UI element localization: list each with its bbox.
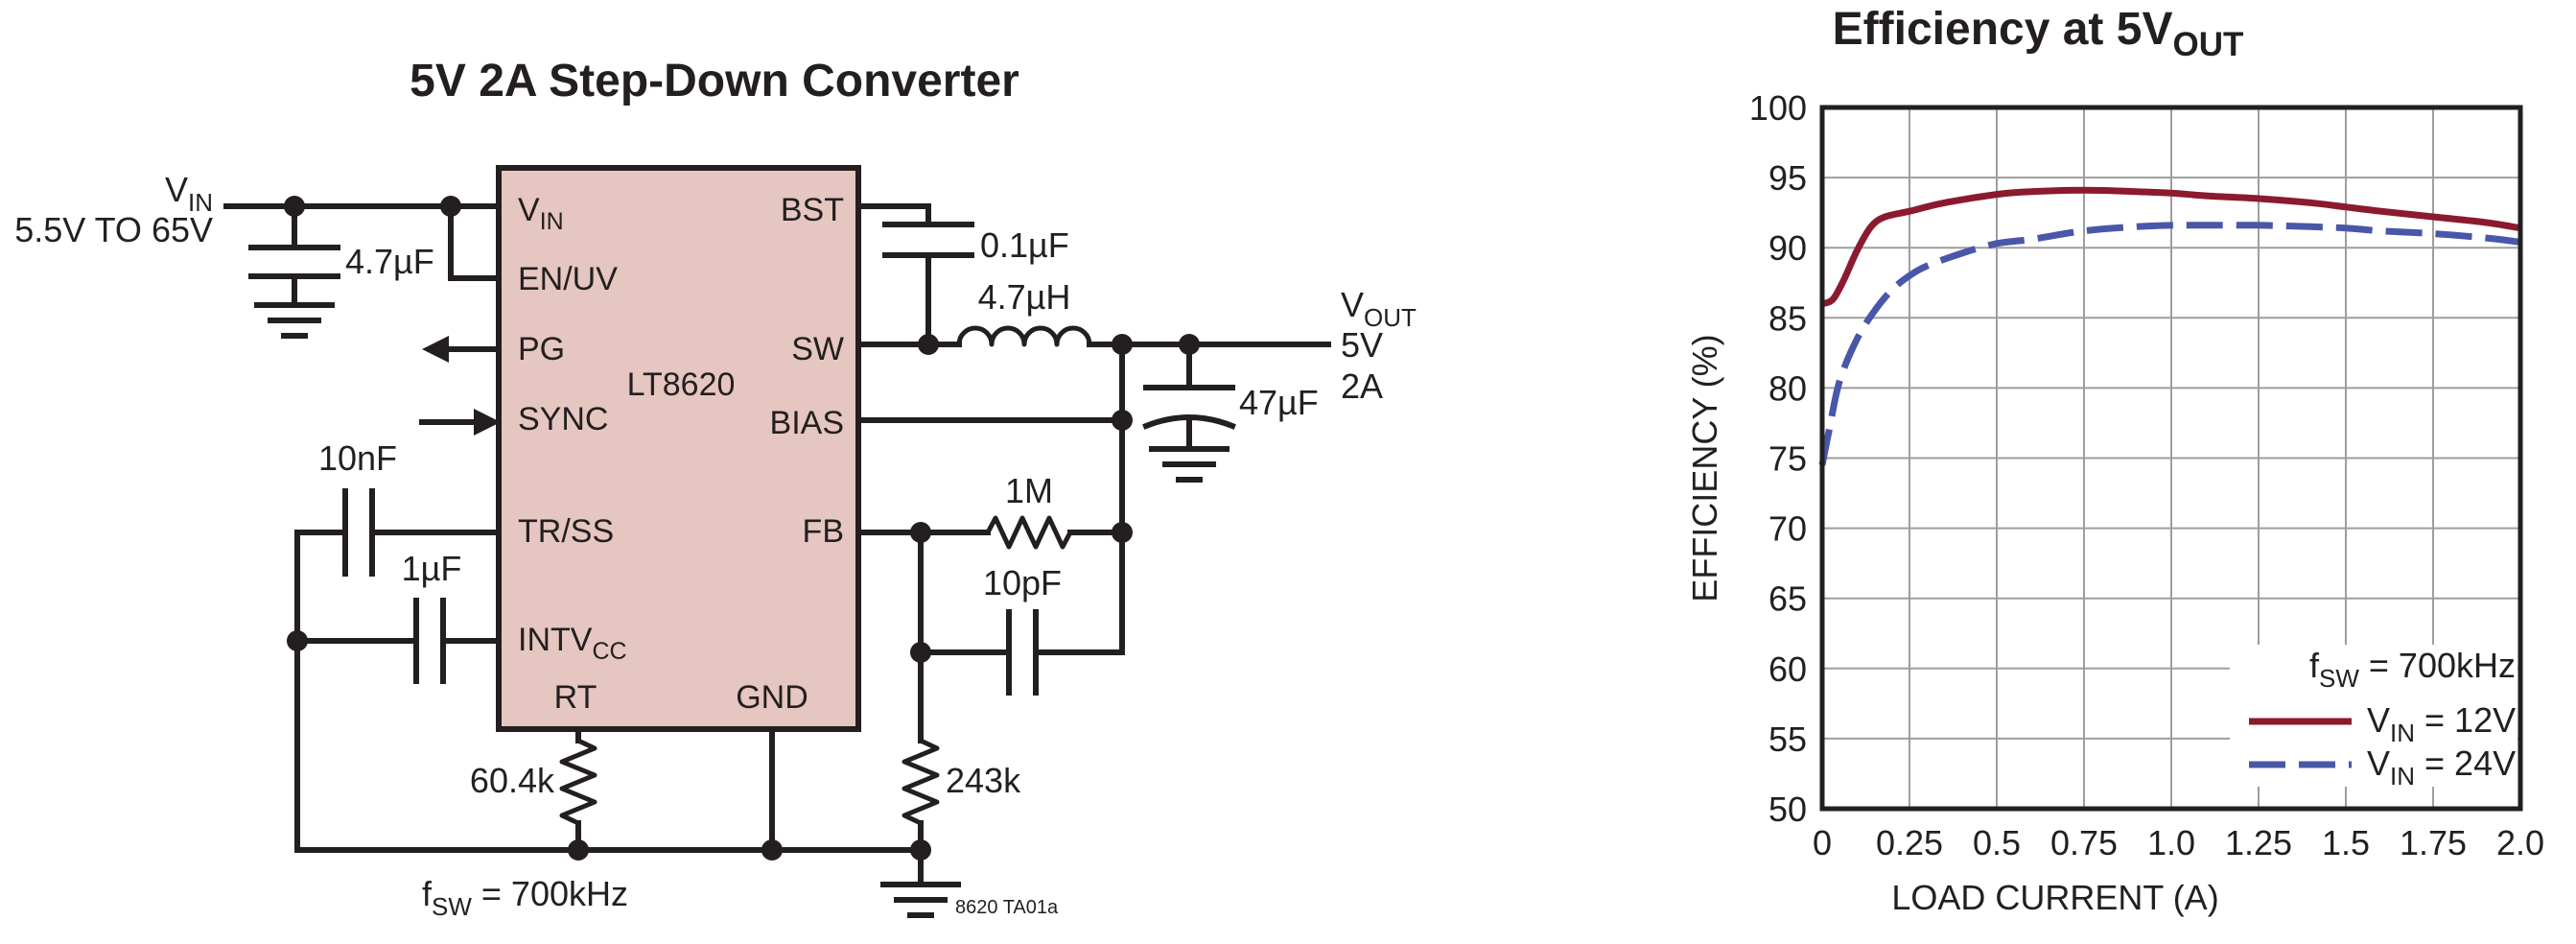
rfb-top-resistor <box>985 515 1073 550</box>
x-tick-label: 0.5 <box>1973 823 2021 862</box>
y-tick-label: 80 <box>1768 368 1807 408</box>
junction-dot <box>1112 410 1133 431</box>
y-tick-label: 65 <box>1768 579 1807 619</box>
cff-capacitor <box>1006 609 1039 696</box>
x-axis-label: LOAD CURRENT (A) <box>1891 878 2218 917</box>
y-tick-label: 60 <box>1768 649 1807 689</box>
junction-dot <box>918 334 939 355</box>
cbst-capacitor <box>882 222 974 258</box>
cbst-label: 0.1µF <box>980 225 1069 265</box>
junction-dot <box>568 839 589 861</box>
plot-frame <box>1819 105 2523 812</box>
ss-return-wire <box>294 530 348 853</box>
css-label: 10nF <box>318 438 397 478</box>
cintvcc-label: 1µF <box>402 549 462 588</box>
pin-intvcc: INTVCC <box>518 622 627 665</box>
x-tick-label: 1.0 <box>2147 823 2195 862</box>
output-current: 2A <box>1341 366 1383 406</box>
ic-name: LT8620 <box>627 366 736 403</box>
y-tick-label: 100 <box>1749 88 1807 128</box>
ground-symbol <box>1149 446 1229 483</box>
junction-dot <box>1112 522 1133 543</box>
chart-series <box>1818 186 2521 466</box>
y-tick-label: 95 <box>1768 158 1807 198</box>
x-tick-label: 0.75 <box>2050 823 2118 862</box>
css-capacitor <box>342 488 375 577</box>
pin-fb: FB <box>803 513 844 550</box>
junction-dot <box>440 196 461 217</box>
y-tick-label: 50 <box>1768 790 1807 829</box>
legend-label-24v: VIN = 24V <box>2367 743 2516 791</box>
pin-rt: RT <box>554 679 597 716</box>
series-line-24v <box>1818 222 2521 466</box>
x-tick-label: 1.5 <box>2322 823 2370 862</box>
cin-capacitor <box>248 245 340 279</box>
fsw-annotation: fSW = 700kHz <box>2309 646 2516 693</box>
schematic-title: 5V 2A Step-Down Converter <box>410 56 1019 106</box>
output-voltage: 5V <box>1341 325 1383 365</box>
x-tick-label: 1.25 <box>2225 823 2292 862</box>
sync-arrow <box>474 409 501 436</box>
pin-bst: BST <box>781 192 844 228</box>
cin-label: 4.7µF <box>345 242 434 281</box>
x-tick-label: 0 <box>1813 823 1832 862</box>
y-tick-label: 55 <box>1768 720 1807 759</box>
pin-bias: BIAS <box>770 405 844 441</box>
y-tick-label: 75 <box>1768 439 1807 479</box>
pin-tr-ss: TR/SS <box>518 513 614 550</box>
cff-label: 10pF <box>983 563 1062 602</box>
rrt-resistor <box>559 738 597 826</box>
efficiency-chart: Efficiency at 5VOUT 0 0.25 0.5 0.75 1.0 1.25 1… <box>1685 4 2544 917</box>
cintvcc-capacitor <box>413 598 446 684</box>
chart-title: Efficiency at 5VOUT <box>1833 4 2244 63</box>
en-uv-wire <box>448 203 502 281</box>
input-label: VIN <box>165 170 213 217</box>
pg-arrow <box>422 336 449 363</box>
x-tick-label: 0.25 <box>1876 823 1943 862</box>
ground-symbol <box>880 882 961 918</box>
ic-body <box>496 165 861 732</box>
part-code: 8620 TA01a <box>955 897 1059 918</box>
pin-pg: PG <box>518 331 565 367</box>
y-tick-label: 85 <box>1768 298 1807 338</box>
junction-dot <box>761 839 783 861</box>
x-tick-label: 2.0 <box>2496 823 2544 862</box>
junction-dot <box>287 630 308 651</box>
rfb-top-label: 1M <box>1005 471 1053 510</box>
bst-wire <box>855 203 931 227</box>
input-range: 5.5V TO 65V <box>14 210 213 249</box>
ground-symbol <box>254 302 335 339</box>
fsw-note: fSW = 700kHz <box>422 874 628 921</box>
pin-en-uv: EN/UV <box>518 261 618 297</box>
inductor-label: 4.7µH <box>978 277 1071 317</box>
series-line-12v <box>1820 186 2521 308</box>
chart-ticks: 0 0.25 0.5 0.75 1.0 1.25 1.5 1.75 2.0 50 55 60 65 70 7… <box>1749 88 2544 862</box>
pin-sw: SW <box>791 331 844 367</box>
output-label: VOUT <box>1341 285 1417 332</box>
pin-sync: SYNC <box>518 401 608 437</box>
rrt-label: 60.4k <box>470 761 555 800</box>
rfb-bot-resistor <box>902 738 940 826</box>
y-axis-label: EFFICIENCY (%) <box>1685 334 1724 602</box>
pin-gnd: GND <box>736 679 808 716</box>
cout-label: 47µF <box>1239 383 1319 422</box>
y-tick-label: 90 <box>1768 228 1807 268</box>
legend-label-12v: VIN = 12V <box>2367 700 2516 747</box>
x-tick-label: 1.75 <box>2400 823 2467 862</box>
pin-vin: VIN <box>518 192 564 235</box>
rfb-bot-label: 243k <box>946 761 1021 800</box>
inductor <box>956 325 1092 347</box>
y-tick-label: 70 <box>1768 509 1807 549</box>
schematic: 5V 2A Step-Down Converter LT8620 VIN EN/… <box>14 56 1417 921</box>
